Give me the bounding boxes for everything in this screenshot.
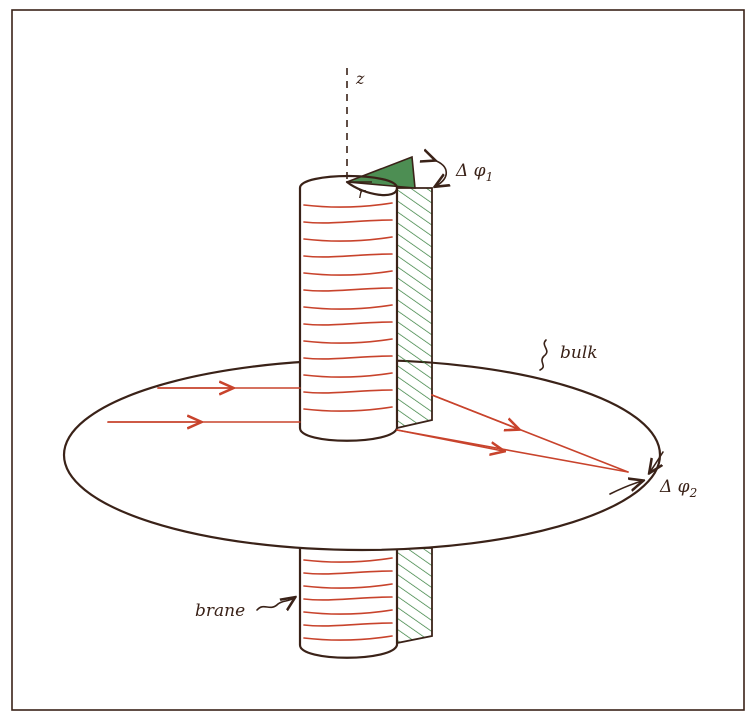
cylinder-stripe — [303, 557, 393, 563]
upper-stripes — [303, 202, 393, 412]
top-wedge-triangle — [346, 155, 416, 189]
radius-label: r — [358, 184, 366, 202]
lower-brane-cylinder — [298, 546, 433, 659]
lower-stripes — [303, 557, 393, 641]
light-rays — [107, 388, 629, 473]
delta-phi-1-label: Δ φ1 — [455, 161, 493, 184]
cylinder-stripe — [303, 570, 393, 575]
cylinder-stripe — [303, 635, 393, 641]
cylinder-stripe — [303, 622, 393, 627]
cylinder-stripe — [303, 253, 393, 258]
lower-green-wedge — [396, 547, 433, 645]
bulk-label: bulk — [560, 343, 598, 363]
brane-label: brane — [195, 601, 245, 621]
cylinder-stripe — [303, 236, 393, 242]
cylinder-stripe — [303, 287, 393, 292]
ray-upper-right-arrow — [431, 394, 518, 429]
cylinder-stripe — [303, 583, 393, 589]
brane-pointer — [256, 598, 294, 610]
delta-phi-2-label: Δ φ2 — [659, 477, 697, 500]
cylinder-stripe — [303, 270, 393, 276]
figure-frame — [11, 9, 745, 711]
cylinder-stripe — [303, 372, 393, 378]
cylinder-stripe — [303, 389, 393, 394]
cylinder-stripe — [303, 406, 393, 412]
delta-phi-2-arrow-top — [650, 451, 664, 472]
cylinder-stripe — [303, 338, 393, 344]
ray-lower-right-arrow — [396, 429, 503, 451]
cylinder-stripe — [303, 596, 393, 601]
z-axis-label: z — [355, 69, 365, 88]
cylinder-stripe — [303, 202, 393, 208]
delta-phi-1-arrow — [434, 160, 446, 186]
cylinder-stripe — [303, 219, 393, 224]
delta-phi-2-arrow-bottom — [609, 481, 642, 495]
cylinder-stripe — [303, 304, 393, 310]
cylinder-stripe — [303, 609, 393, 615]
bulk-pointer — [539, 339, 548, 371]
cylinder-stripe — [303, 355, 393, 360]
cylinder-stripe — [303, 321, 393, 326]
upper-green-wedge — [396, 187, 433, 430]
upper-brane-cylinder — [298, 174, 399, 442]
